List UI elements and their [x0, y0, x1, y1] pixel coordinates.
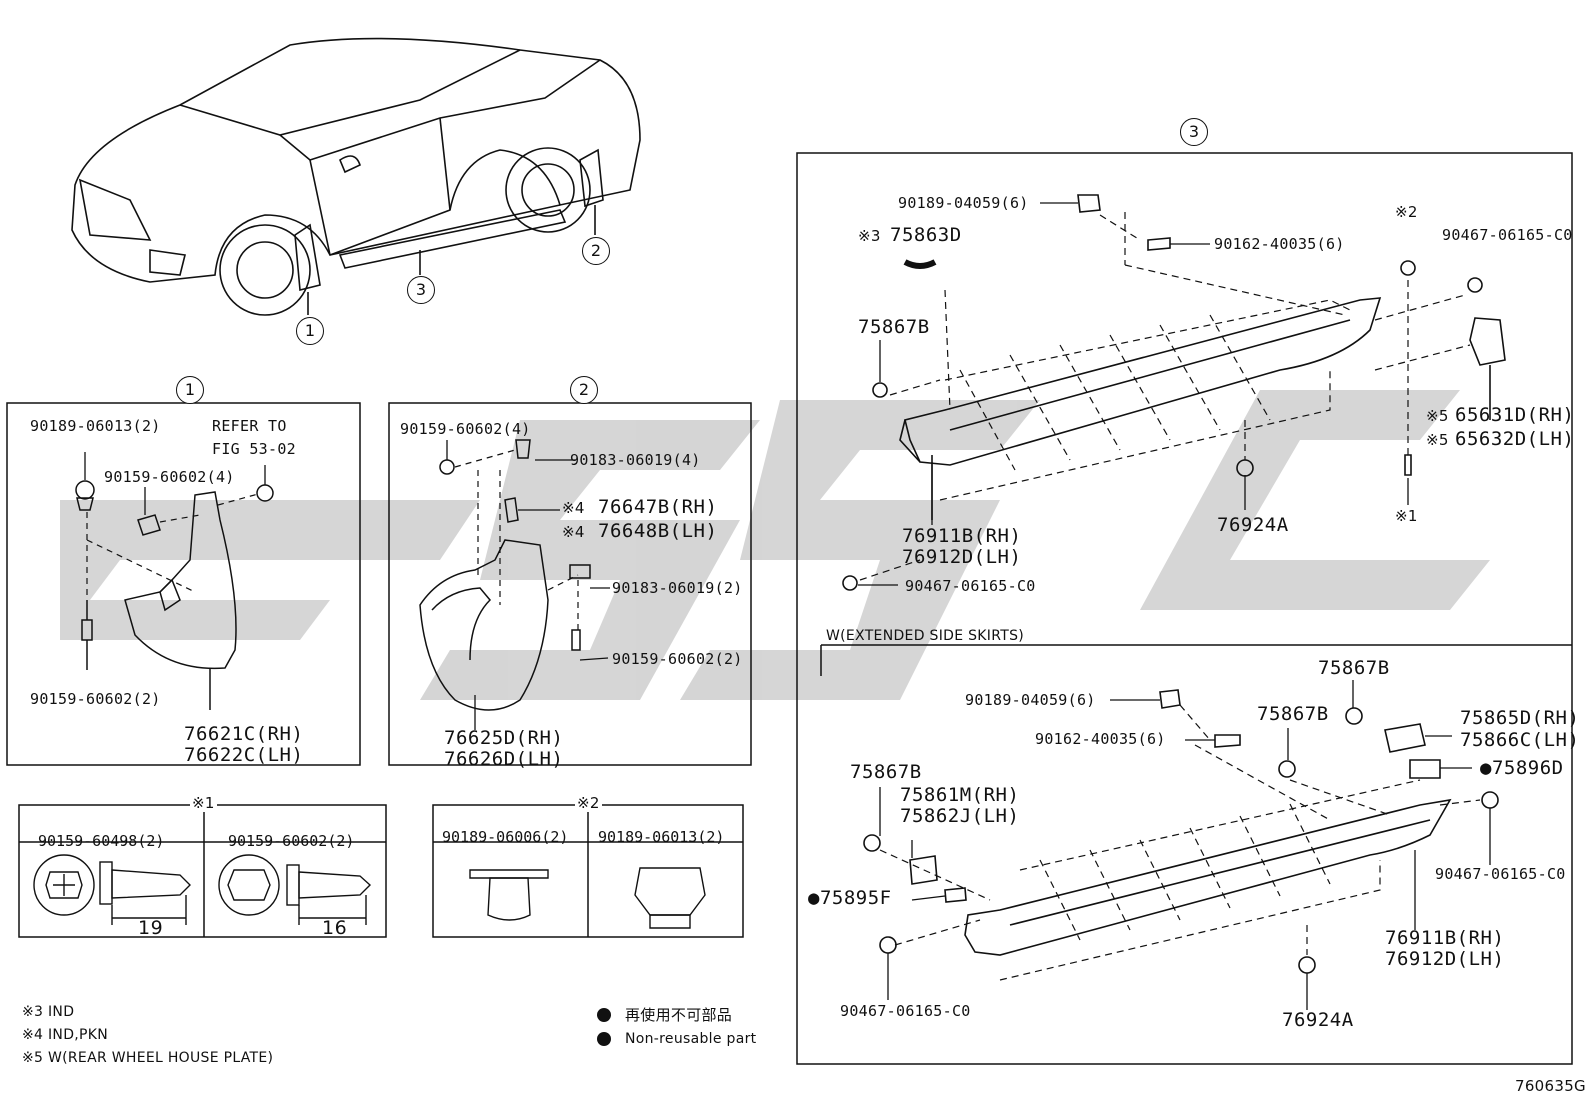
panel3b-part-75861M: 75861M(RH)	[900, 784, 1020, 806]
panel3b-part-75866C: 75866C(LH)	[1460, 729, 1580, 751]
label-leader-lines	[84, 202, 1491, 1010]
panel3b-part-75895F-text: 75895F	[819, 887, 892, 909]
table1-dim1: 19	[138, 917, 164, 939]
panel3-mark1: ※1	[1395, 507, 1418, 525]
panel3-part-76911B: 76911B(RH)	[902, 525, 1022, 547]
panel3-part-90189-04059: 90189-04059(6)	[898, 194, 1029, 212]
panel1-part-90159-60602-4: 90159-60602(4)	[104, 468, 235, 486]
panel2-part-90183-06019-4: 90183-06019(4)	[570, 451, 701, 469]
panel3-dashed-leaders	[859, 212, 1471, 581]
panel1-part-90189-06013: 90189-06013(2)	[30, 417, 161, 435]
panel3-part-65632D: 65632D(LH)	[1455, 428, 1575, 450]
panel2-mark4b: ※4	[562, 523, 585, 541]
legend-dot-jp	[597, 1008, 611, 1022]
table2-col2-header: 90189-06013(2)	[598, 828, 725, 846]
panel1-part-rh: 76621C(RH)	[184, 723, 304, 745]
panel3b-part-90467-right: 90467-06165-C0	[1435, 865, 1566, 883]
panel3-part-76924A: 76924A	[1217, 514, 1289, 536]
panel2-dashed-leaders	[454, 449, 579, 630]
panel3-part-90467-bottom: 90467-06165-C0	[905, 577, 1036, 595]
non-reusable-dot: ●	[808, 887, 820, 909]
panel3-mark5b: ※5	[1426, 431, 1449, 449]
legend-dot-en	[597, 1032, 611, 1046]
panel3b-part-76924A: 76924A	[1282, 1009, 1354, 1031]
legend-en: Non-reusable part	[625, 1031, 757, 1047]
panel2-mudguard-drawing	[419, 439, 591, 711]
document-id: 760635G	[1515, 1077, 1586, 1095]
panel2-frame	[388, 402, 752, 766]
non-reusable-dot: ●	[1480, 757, 1492, 779]
panel3-part-90162-40035: 90162-40035(6)	[1214, 235, 1345, 253]
table1-dim2: 16	[322, 917, 348, 939]
panel3b-part-75896D: ●75896D	[1480, 758, 1564, 779]
watermark-logo	[60, 390, 1490, 700]
panel3b-part-90162-40035: 90162-40035(6)	[1035, 730, 1166, 748]
panel3-mark3: ※3	[858, 227, 881, 245]
note-4: ※4 IND,PKN	[22, 1027, 109, 1043]
panel3b-dashed-leaders	[879, 704, 1481, 981]
panel2-part-90159-60602-2: 90159-60602(2)	[612, 650, 743, 668]
panel2-part-rh: 76625D(RH)	[444, 727, 564, 749]
panel3b-part-75867B-mid: 75867B	[1257, 703, 1329, 725]
panel3b-part-75895F: ●75895F	[808, 888, 892, 909]
panel3-part-75863D: 75863D	[890, 224, 962, 246]
panel2-part-76648B: 76648B(LH)	[598, 520, 718, 542]
panel3b-part-90467-left: 90467-06165-C0	[840, 1002, 971, 1020]
panel3-part-76912D: 76912D(LH)	[902, 546, 1022, 568]
panel3b-part-75867B-left: 75867B	[850, 761, 922, 783]
panel1-frame	[6, 402, 361, 766]
table1-col2-header: 90159-60602(2)	[228, 832, 355, 850]
panel2-mark4a: ※4	[562, 499, 585, 517]
legend-jp: 再使用不可部品	[625, 1006, 733, 1024]
table1-mark: ※1	[190, 794, 217, 812]
overview-callout-2: 2	[582, 237, 610, 265]
table2-clip-drawings	[469, 867, 706, 929]
panel3b-title: W(EXTENDED SIDE SKIRTS)	[826, 628, 1025, 644]
panel3b-part-75896D-text: 75896D	[1491, 757, 1564, 779]
panel3-mark5a: ※5	[1426, 407, 1449, 425]
panel3-part-75867B: 75867B	[858, 316, 930, 338]
panel1-mudguard-drawing	[75, 480, 274, 710]
note-3: ※3 IND	[22, 1004, 75, 1020]
panel3-part-65631D: 65631D(RH)	[1455, 404, 1575, 426]
overview-callout-3: 3	[407, 276, 435, 304]
table2-frame	[432, 804, 744, 938]
table2-mark: ※2	[575, 794, 602, 812]
table1-bolt-drawings	[33, 854, 372, 925]
panel1-refer-line2: FIG 53-02	[212, 440, 296, 458]
panel3b-part-75865D: 75865D(RH)	[1460, 707, 1580, 729]
panel3b-skirt-drawing	[863, 689, 1499, 974]
panel3-number: 3	[1180, 118, 1208, 146]
panel3-part-90467-top: 90467-06165-C0	[1442, 226, 1573, 244]
panel3-frame	[796, 152, 1573, 1065]
table1-col1-header: 90159-60498(2)	[38, 832, 165, 850]
panel1-refer-line1: REFER TO	[212, 417, 287, 435]
panel1-part-90159-60602-2: 90159-60602(2)	[30, 690, 161, 708]
panel3-mark2: ※2	[1395, 203, 1418, 221]
panel1-number: 1	[176, 376, 204, 404]
car-overview-drawing	[71, 37, 641, 316]
panel2-part-76647B: 76647B(RH)	[598, 496, 718, 518]
panel3b-part-76912D: 76912D(LH)	[1385, 948, 1505, 970]
panel3b-part-75867B-top: 75867B	[1318, 657, 1390, 679]
panel3b-part-76911B: 76911B(RH)	[1385, 927, 1505, 949]
panel2-part-90159-60602-4: 90159-60602(4)	[400, 420, 531, 438]
panel1-dashed-leaders	[86, 493, 259, 600]
panel2-part-lh: 76626D(LH)	[444, 748, 564, 770]
overview-callout-1: 1	[296, 317, 324, 345]
panel1-part-lh: 76622C(LH)	[184, 744, 304, 766]
table2-col1-header: 90189-06006(2)	[442, 828, 569, 846]
panel2-number: 2	[570, 376, 598, 404]
note-5: ※5 W(REAR WHEEL HOUSE PLATE)	[22, 1050, 274, 1066]
panel2-part-90183-06019-2: 90183-06019(2)	[612, 579, 743, 597]
panel3b-part-75862J: 75862J(LH)	[900, 805, 1020, 827]
panel3b-part-90189-04059: 90189-04059(6)	[965, 691, 1096, 709]
